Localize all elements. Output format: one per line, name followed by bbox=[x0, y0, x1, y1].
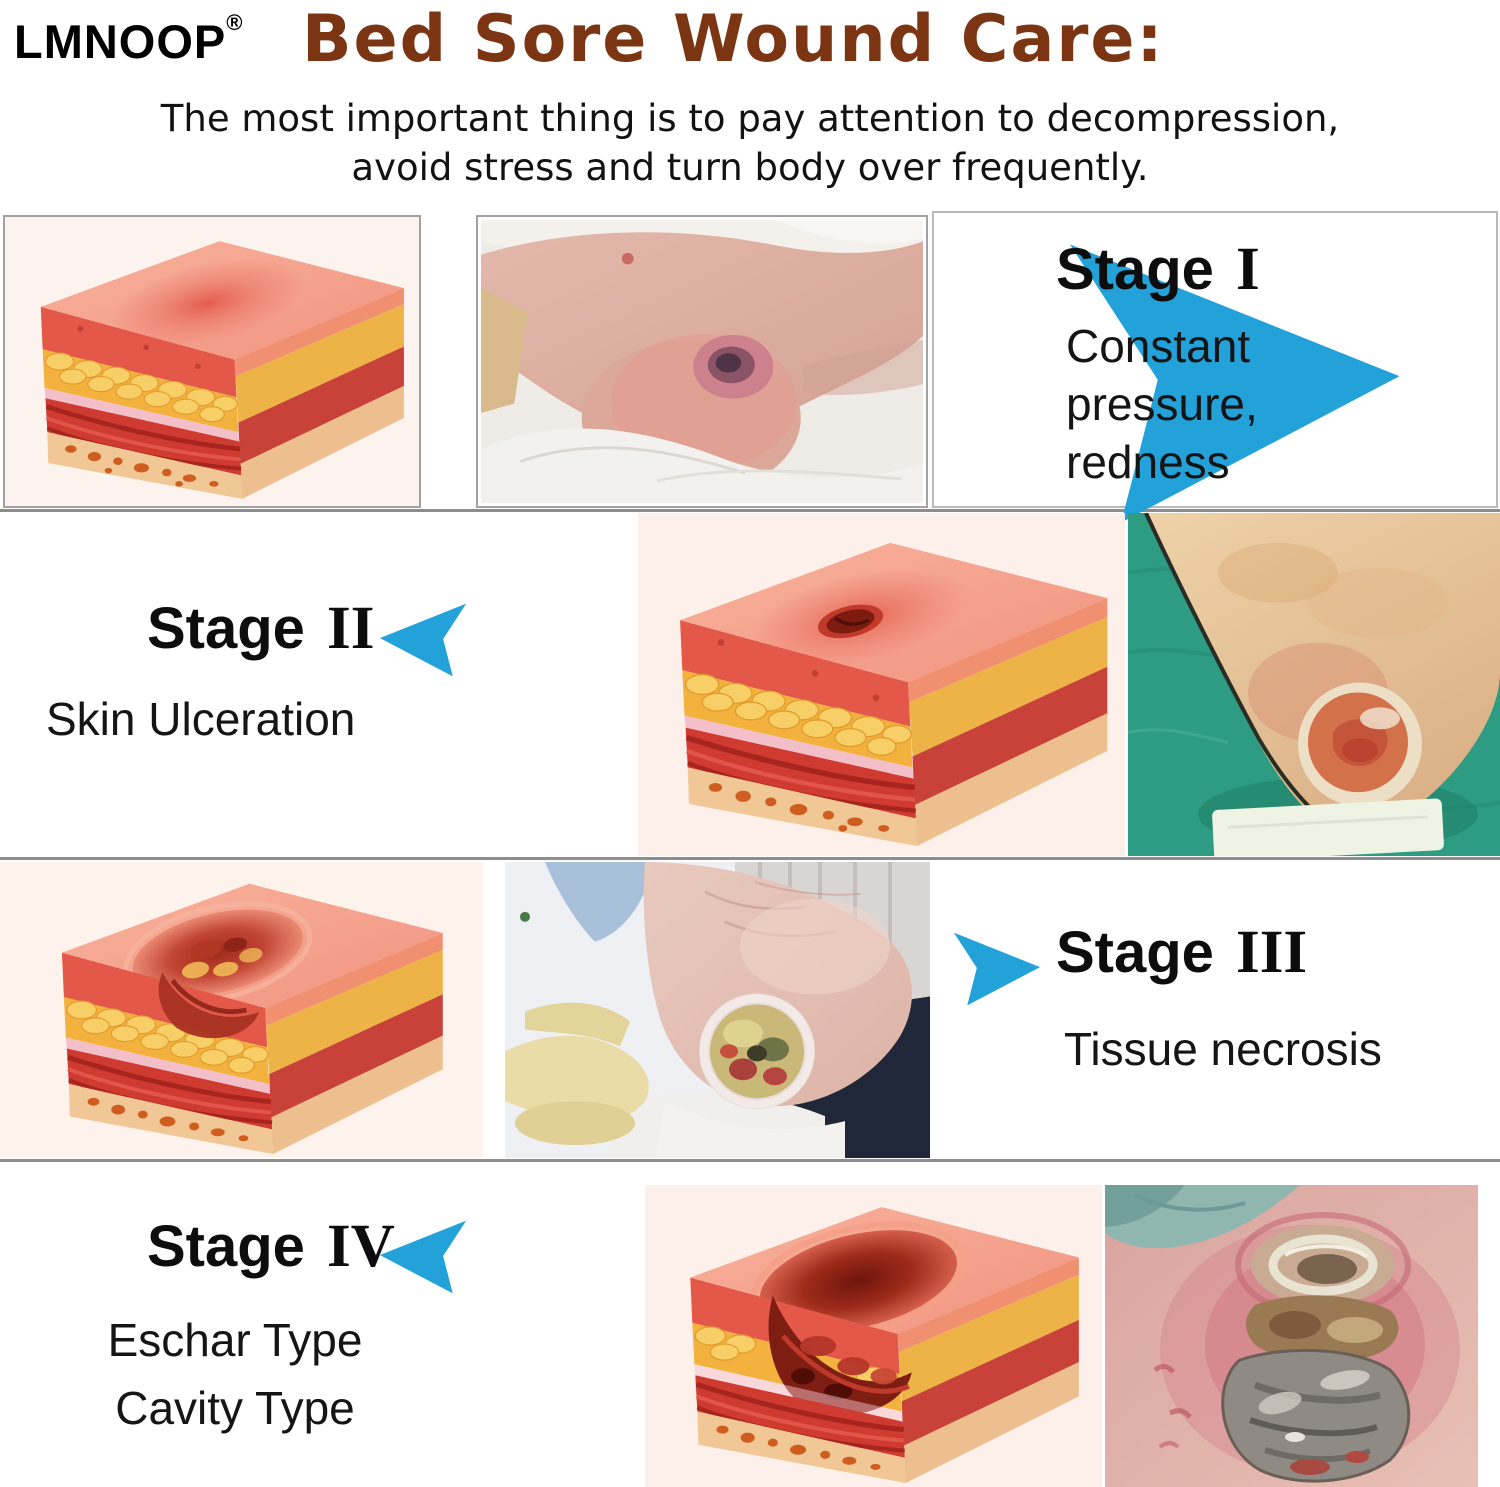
row-separator bbox=[0, 857, 1500, 860]
stage2-label: Stage bbox=[147, 596, 305, 661]
stage3-label: Stage bbox=[1056, 920, 1214, 985]
page-title: Bed Sore Wound Care: bbox=[302, 2, 1165, 77]
stage4-skin-cross-section-illustration bbox=[645, 1185, 1102, 1487]
arrow-left-icon bbox=[379, 603, 467, 677]
stage1-heel-redness-photo bbox=[476, 215, 928, 508]
row-separator bbox=[0, 1159, 1500, 1162]
brand-name: LMNOOP bbox=[14, 15, 227, 68]
stage3-foot-necrosis-photo bbox=[505, 862, 930, 1158]
stage4-eschar-wound-photo bbox=[1105, 1185, 1478, 1487]
stage4-label: Stage bbox=[147, 1214, 305, 1279]
stage1-title: Stage I bbox=[1056, 239, 1260, 300]
stage3-description-line: Tissue necrosis bbox=[1064, 1023, 1382, 1075]
stage1-label: Stage bbox=[1056, 237, 1214, 302]
stage1-description-line: Constant bbox=[1066, 320, 1251, 372]
page-subtitle: The most important thing is to pay atten… bbox=[0, 94, 1500, 192]
stage2-title: Stage II bbox=[147, 598, 374, 659]
stage3-numeral: III bbox=[1235, 919, 1308, 986]
stage3-skin-cross-section-illustration bbox=[0, 862, 483, 1158]
stage1-description-line: redness bbox=[1066, 436, 1230, 488]
arrow-right-icon bbox=[1069, 244, 1400, 523]
stage4-description-line: Eschar Type bbox=[107, 1314, 363, 1366]
stage4-title: Stage IV bbox=[147, 1216, 395, 1277]
stage1-description: Constant pressure, redness bbox=[1066, 317, 1258, 491]
stage3-description: Tissue necrosis bbox=[1064, 1020, 1382, 1078]
stage4-description: Eschar Type Cavity Type bbox=[0, 1306, 470, 1442]
stage2-description-line: Skin Ulceration bbox=[46, 693, 356, 745]
stage2-skin-cross-section-illustration bbox=[638, 513, 1125, 856]
stage2-description: Skin Ulceration bbox=[46, 690, 355, 748]
brand-logo: LMNOOP® bbox=[14, 10, 244, 69]
stage1-skin-cross-section-illustration bbox=[3, 215, 421, 508]
stage3-title: Stage III bbox=[1056, 922, 1307, 983]
stage1-text-panel: Stage I Constant pressure, redness bbox=[932, 211, 1498, 523]
stage1-description-line: pressure, bbox=[1066, 378, 1258, 430]
registered-trademark-symbol: ® bbox=[226, 10, 244, 35]
stage2-heel-ulcer-photo bbox=[1128, 513, 1500, 856]
stage1-numeral: I bbox=[1235, 236, 1260, 303]
row-separator bbox=[0, 509, 1500, 512]
stage2-numeral: II bbox=[326, 595, 375, 662]
subtitle-line-2: avoid stress and turn body over frequent… bbox=[351, 146, 1149, 189]
subtitle-line-1: The most important thing is to pay atten… bbox=[160, 97, 1340, 140]
stage4-numeral: IV bbox=[326, 1213, 395, 1280]
arrow-right-icon bbox=[953, 932, 1041, 1006]
arrow-left-icon bbox=[379, 1220, 467, 1294]
stage4-description-line: Cavity Type bbox=[115, 1382, 355, 1434]
